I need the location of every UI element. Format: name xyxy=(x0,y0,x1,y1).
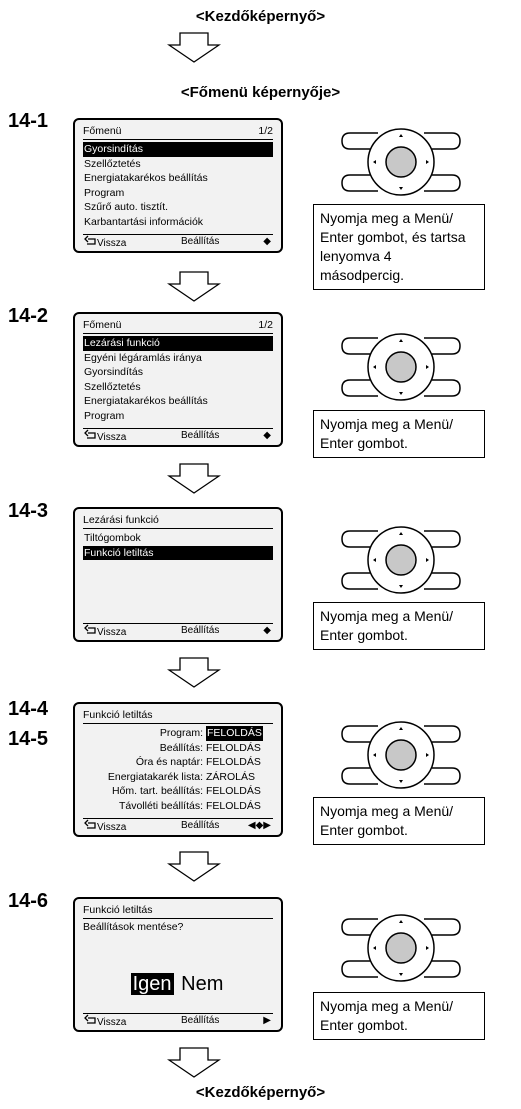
return-icon xyxy=(84,429,96,439)
confirm-question: Beállítások mentése? xyxy=(83,921,184,933)
setting-row[interactable]: Távolléti beállítás:FELOLDÁS xyxy=(83,799,273,814)
right-icon: ▶ xyxy=(263,1015,271,1026)
up-down-icon: ◆ xyxy=(263,236,271,247)
settings-label: Beállítás xyxy=(181,1015,220,1026)
back-label: Vissza xyxy=(97,627,127,638)
menu-item[interactable]: Lezárási funkció xyxy=(83,336,273,351)
setting-row[interactable]: Hőm. tart. beállítás:FELOLDÁS xyxy=(83,784,273,799)
step-label: 14-3 xyxy=(8,500,49,522)
down-arrow-icon xyxy=(167,463,221,494)
screen-title: Főmenü xyxy=(83,319,122,331)
return-icon xyxy=(84,624,96,634)
menu-item[interactable]: Egyéni légáramlás iránya xyxy=(84,351,202,364)
page-indicator: 1/2 xyxy=(258,125,273,137)
home-screen-heading: <Kezdőképernyő> xyxy=(195,1084,326,1101)
setting-row[interactable]: Program:FELOLDÁS xyxy=(83,726,273,741)
menu-item[interactable]: Funkció letiltás xyxy=(83,545,273,560)
settings-label: Beállítás xyxy=(181,236,220,247)
step-label: 14-5 xyxy=(8,728,49,750)
down-arrow-icon xyxy=(167,271,221,302)
screen-title: Funkció letiltás xyxy=(83,709,153,721)
remote-control-icon xyxy=(341,914,461,982)
yes-option[interactable]: Igen xyxy=(130,973,174,995)
menu-item[interactable]: Karbantartási információk xyxy=(84,215,204,228)
back-label: Vissza xyxy=(97,1017,127,1028)
setting-name: Beállítás: xyxy=(159,741,203,754)
settings-label: Beállítás xyxy=(181,430,220,441)
no-option[interactable]: Nem xyxy=(181,973,224,995)
screen-title: Funkció letiltás xyxy=(83,904,153,916)
setting-value: FELOLDÁS xyxy=(206,785,261,797)
return-icon xyxy=(84,1014,96,1024)
menu-item[interactable]: Szellőztetés xyxy=(84,380,141,393)
instruction-box: Nyomja meg a Menü/ Enter gombot. xyxy=(313,410,485,458)
page-indicator: 1/2 xyxy=(258,319,273,331)
remote-control-icon xyxy=(341,333,461,401)
home-screen-heading: <Kezdőképernyő> xyxy=(195,8,326,25)
back-label: Vissza xyxy=(97,238,127,249)
up-down-icon: ◆ xyxy=(263,625,271,636)
menu-item[interactable]: Energiatakarékos beállítás xyxy=(84,395,208,407)
setting-name: Távolléti beállítás: xyxy=(118,799,203,812)
down-arrow-icon xyxy=(167,1047,221,1078)
step-label: 14-2 xyxy=(8,305,49,327)
back-label: Vissza xyxy=(97,822,127,833)
menu-item[interactable]: Szellőztetés xyxy=(84,157,141,170)
lcd-screen: Funkció letiltás Program:FELOLDÁS Beállí… xyxy=(73,702,283,837)
step-label: 14-6 xyxy=(8,890,49,912)
down-arrow-icon xyxy=(167,657,221,688)
instruction-box: Nyomja meg a Menü/ Enter gombot. xyxy=(313,992,485,1040)
setting-value: ZÁROLÁS xyxy=(206,770,256,783)
setting-name: Program: xyxy=(159,727,203,739)
main-menu-heading: <Főmenü képernyője> xyxy=(180,84,341,101)
menu-item[interactable]: Gyorsindítás xyxy=(83,142,273,157)
setting-row[interactable]: Óra és naptár:FELOLDÁS xyxy=(83,755,273,770)
menu-item[interactable]: Gyorsindítás xyxy=(84,366,143,378)
setting-value: FELOLDÁS xyxy=(206,756,261,768)
return-icon xyxy=(84,235,96,245)
lcd-screen: Főmenü 1/2 Gyorsindítás Szellőztetés Ener… xyxy=(73,118,283,253)
instruction-box: Nyomja meg a Menü/ Enter gombot. xyxy=(313,797,485,845)
down-arrow-icon xyxy=(167,851,221,882)
setting-name: Óra és naptár: xyxy=(135,756,203,768)
setting-value: FELOLDÁS xyxy=(206,726,263,741)
settings-label: Beállítás xyxy=(181,820,220,831)
menu-item[interactable]: Tiltógombok xyxy=(84,532,141,544)
lcd-screen: Funkció letiltás Beállítások mentése? Ig… xyxy=(73,897,283,1032)
setting-value: FELOLDÁS xyxy=(206,741,261,754)
lcd-screen: Főmenü 1/2 Lezárási funkció Egyéni légára… xyxy=(73,312,283,447)
instruction-box: Nyomja meg a Menü/ Enter gombot, és tart… xyxy=(313,204,485,290)
menu-item[interactable]: Program xyxy=(84,409,125,422)
screen-title: Lezárási funkció xyxy=(83,514,159,526)
menu-item[interactable]: Program xyxy=(84,186,125,199)
remote-control-icon xyxy=(341,526,461,594)
up-down-icon: ◆ xyxy=(263,430,271,441)
setting-name: Energiatakarék lista: xyxy=(107,770,203,783)
step-label: 14-4 xyxy=(8,698,49,720)
setting-row[interactable]: Energiatakarék lista:ZÁROLÁS xyxy=(83,770,273,785)
step-label: 14-1 xyxy=(8,110,49,132)
menu-item[interactable]: Energiatakarékos beállítás xyxy=(84,172,208,184)
setting-name: Hőm. tart. beállítás: xyxy=(111,785,203,797)
instruction-box: Nyomja meg a Menü/ Enter gombot. xyxy=(313,602,485,650)
remote-control-icon xyxy=(341,721,461,789)
remote-control-icon xyxy=(341,128,461,196)
back-label: Vissza xyxy=(97,432,127,443)
lcd-screen: Lezárási funkció Tiltógombok Funkció let… xyxy=(73,507,283,642)
left-right-icon: ◀◆▶ xyxy=(247,820,271,831)
down-arrow-icon xyxy=(167,32,221,63)
settings-label: Beállítás xyxy=(181,625,220,636)
screen-title: Főmenü xyxy=(83,125,122,137)
return-icon xyxy=(84,819,96,829)
setting-value: FELOLDÁS xyxy=(206,799,261,812)
menu-item[interactable]: Szűrő auto. tisztít. xyxy=(84,201,169,213)
setting-row[interactable]: Beállítás:FELOLDÁS xyxy=(83,741,273,756)
